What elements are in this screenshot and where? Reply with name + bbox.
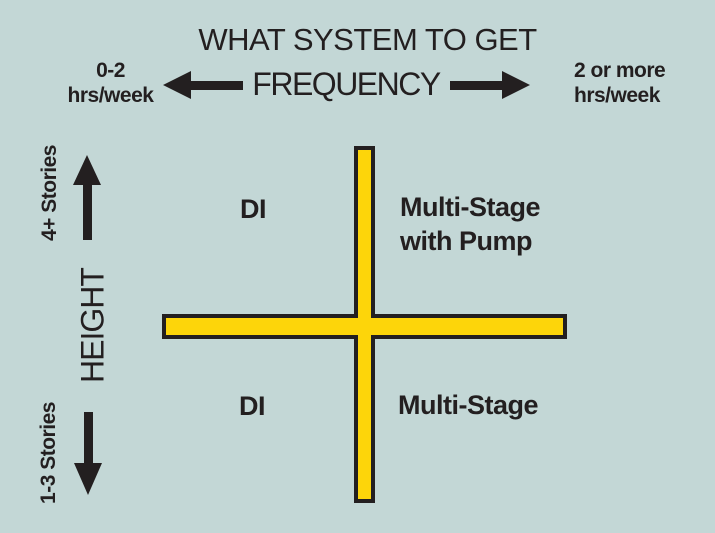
diagram-title: WHAT SYSTEM TO GET (198, 22, 537, 57)
quadrant-top-right-line2: with Pump (400, 226, 533, 256)
height-arrow-down-icon (74, 412, 102, 495)
quadrant-top-right-line1: Multi-Stage (400, 192, 541, 222)
arrow-head (163, 71, 191, 99)
frequency-high-label-line2: hrs/week (574, 84, 660, 107)
arrow-shaft (191, 80, 243, 90)
frequency-low-label-line2: hrs/week (67, 84, 154, 107)
arrow-shaft (450, 80, 502, 90)
quadrant-top-left-label: DI (240, 194, 267, 224)
arrow-head (73, 155, 101, 185)
quadrant-bottom-left-label: DI (239, 391, 266, 421)
arrow-head (502, 71, 530, 99)
frequency-arrow-left-icon (163, 71, 243, 99)
frequency-arrow-right-icon (450, 71, 530, 99)
frequency-low-label-line1: 0-2 (96, 59, 125, 82)
arrow-shaft (82, 185, 92, 240)
frequency-low-label: 0-2 hrs/week (58, 58, 163, 108)
cross-shape (162, 146, 567, 503)
arrow-head (74, 463, 102, 495)
frequency-axis-label: FREQUENCY (252, 66, 441, 102)
quadrant-bottom-right-label: Multi-Stage (398, 390, 539, 420)
height-arrow-up-icon (73, 155, 101, 240)
quadrant-top-right-label: Multi-Stage with Pump (400, 190, 541, 258)
arrow-shaft (83, 412, 93, 463)
frequency-high-label-line1: 2 or more (574, 59, 666, 82)
frequency-high-label: 2 or more hrs/week (574, 58, 694, 108)
